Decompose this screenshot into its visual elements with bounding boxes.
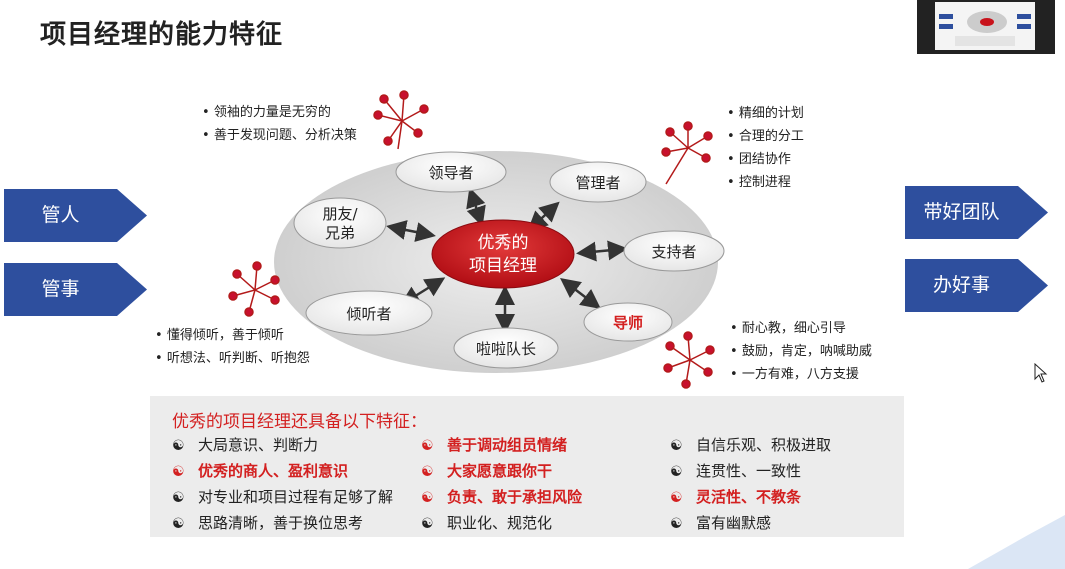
note-item: 精细的计划 [727,102,804,125]
yin-yang-icon: ☯ [172,438,185,454]
yin-yang-icon: ☯ [670,438,683,454]
branch-icon [373,90,429,150]
arrow-label: 带好团队 [923,201,1000,223]
mentor-node [583,302,673,342]
note-item: 懂得倾听，善于倾听 [155,324,310,347]
yin-yang-icon: ☯ [421,490,434,506]
yin-yang-icon: ☯ [670,490,683,506]
manager-node [549,161,647,203]
trait-item: ☯善于调动组员情绪 [421,436,568,454]
arrow-label: 管人 [41,204,80,226]
cursor-icon [1034,363,1048,383]
thumbnail-preview [935,2,1035,50]
manage-affairs-arrow: 管事 [4,263,147,316]
center-node [431,219,575,289]
trait-item: ☯负责、敢于承担风险 [421,488,583,506]
corner-decoration [968,515,1065,569]
trait-item: ☯职业化、规范化 [421,514,553,532]
yin-yang-icon: ☯ [421,516,434,532]
friend-node [293,197,387,249]
lead-team-arrow: 带好团队 [905,186,1048,239]
note-item: 合理的分工 [727,125,804,148]
cheerleader-label: 啦啦队长 [476,340,536,358]
center-line2: 项目经理 [469,256,537,276]
mentor-notes: 耐心教，细心引导 鼓励，肯定，呐喊助威 一方有难，八方支援 [730,317,872,386]
do-well-arrow: 办好事 [905,259,1048,312]
traits-panel [150,396,904,537]
note-item: 领袖的力量是无穷的 [202,101,357,124]
cheerleader-node [453,327,559,369]
center-line1: 优秀的 [478,233,529,253]
yin-yang-icon: ☯ [421,464,434,480]
listener-label: 倾听者 [346,305,391,323]
supporter-label: 支持者 [651,243,696,261]
arrow-label: 办好事 [932,274,990,296]
trait-item: ☯对专业和项目过程有足够了解 [172,488,394,506]
trait-item: ☯大局意识、判断力 [172,436,319,454]
branch-icon [663,331,715,389]
note-item: 鼓励，肯定，呐喊助威 [730,340,872,363]
mentor-label: 导师 [613,314,643,332]
manager-notes: 精细的计划 合理的分工 团结协作 控制进程 [727,102,804,194]
trait-item: ☯富有幽默感 [670,514,772,532]
supporter-node [623,230,725,272]
trait-item: ☯自信乐观、积极进取 [670,436,832,454]
manager-label: 管理者 [575,174,620,192]
note-item: 听想法、听判断、听抱怨 [155,347,310,370]
trait-item: ☯连贯性、一致性 [670,462,802,480]
manage-people-arrow: 管人 [4,189,147,242]
note-item: 团结协作 [727,148,804,171]
branch-icon [661,121,713,185]
trait-item: ☯思路清晰，善于换位思考 [172,514,364,532]
note-item: 一方有难，八方支援 [730,363,872,386]
leader-node [395,151,507,193]
note-item: 控制进程 [727,171,804,194]
leader-label: 领导者 [428,164,473,182]
yin-yang-icon: ☯ [670,464,683,480]
yin-yang-icon: ☯ [172,490,185,506]
trait-item: ☯大家愿意跟你干 [421,462,553,480]
branch-icon [228,261,280,317]
trait-item: ☯优秀的商人、盈利意识 [172,462,349,480]
page-title: 项目经理的能力特征 [40,20,284,50]
note-item: 善于发现问题、分析决策 [202,124,357,147]
friend-label-line2: 兄弟 [325,224,355,242]
trait-item: ☯灵活性、不教条 [670,488,802,506]
listener-notes: 懂得倾听，善于倾听 听想法、听判断、听抱怨 [155,324,310,370]
note-item: 耐心教，细心引导 [730,317,872,340]
yin-yang-icon: ☯ [172,464,185,480]
yin-yang-icon: ☯ [172,516,185,532]
listener-node [305,290,433,336]
arrow-label: 管事 [41,278,80,300]
leader-notes: 领袖的力量是无穷的 善于发现问题、分析决策 [202,101,357,147]
friend-label-line1: 朋友/ [322,205,358,223]
yin-yang-icon: ☯ [421,438,434,454]
yin-yang-icon: ☯ [670,516,683,532]
video-thumbnail[interactable] [917,0,1055,54]
traits-title: 优秀的项目经理还具备以下特征： [172,412,427,432]
